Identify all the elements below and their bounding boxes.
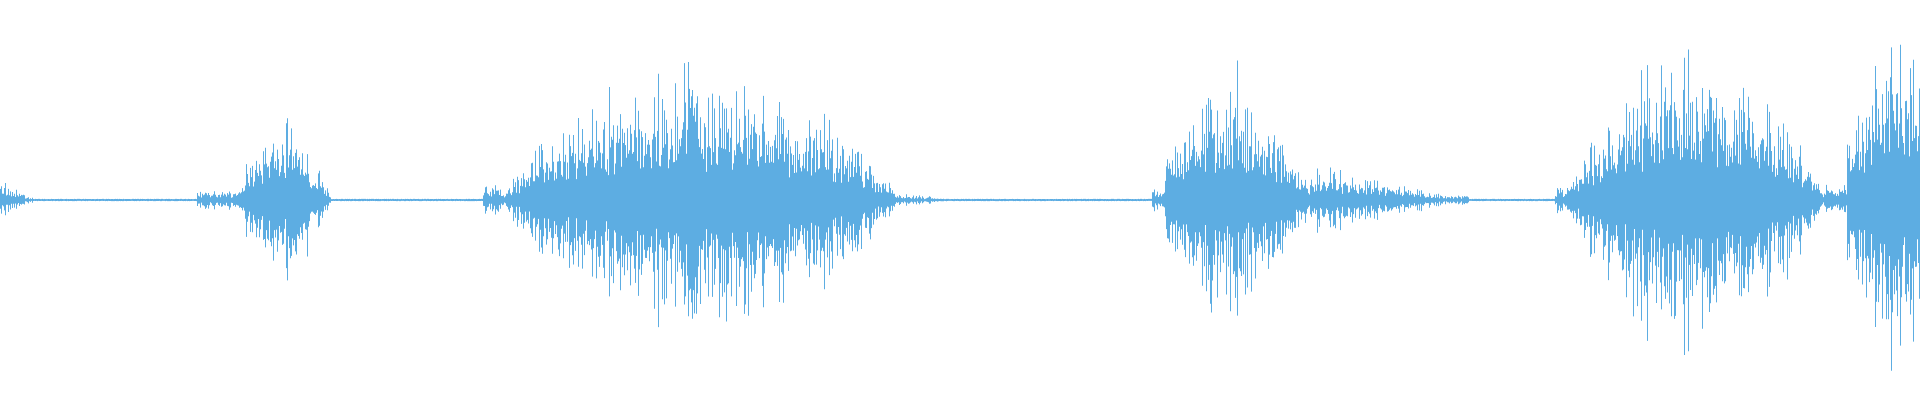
waveform-bars [0, 44, 1920, 371]
